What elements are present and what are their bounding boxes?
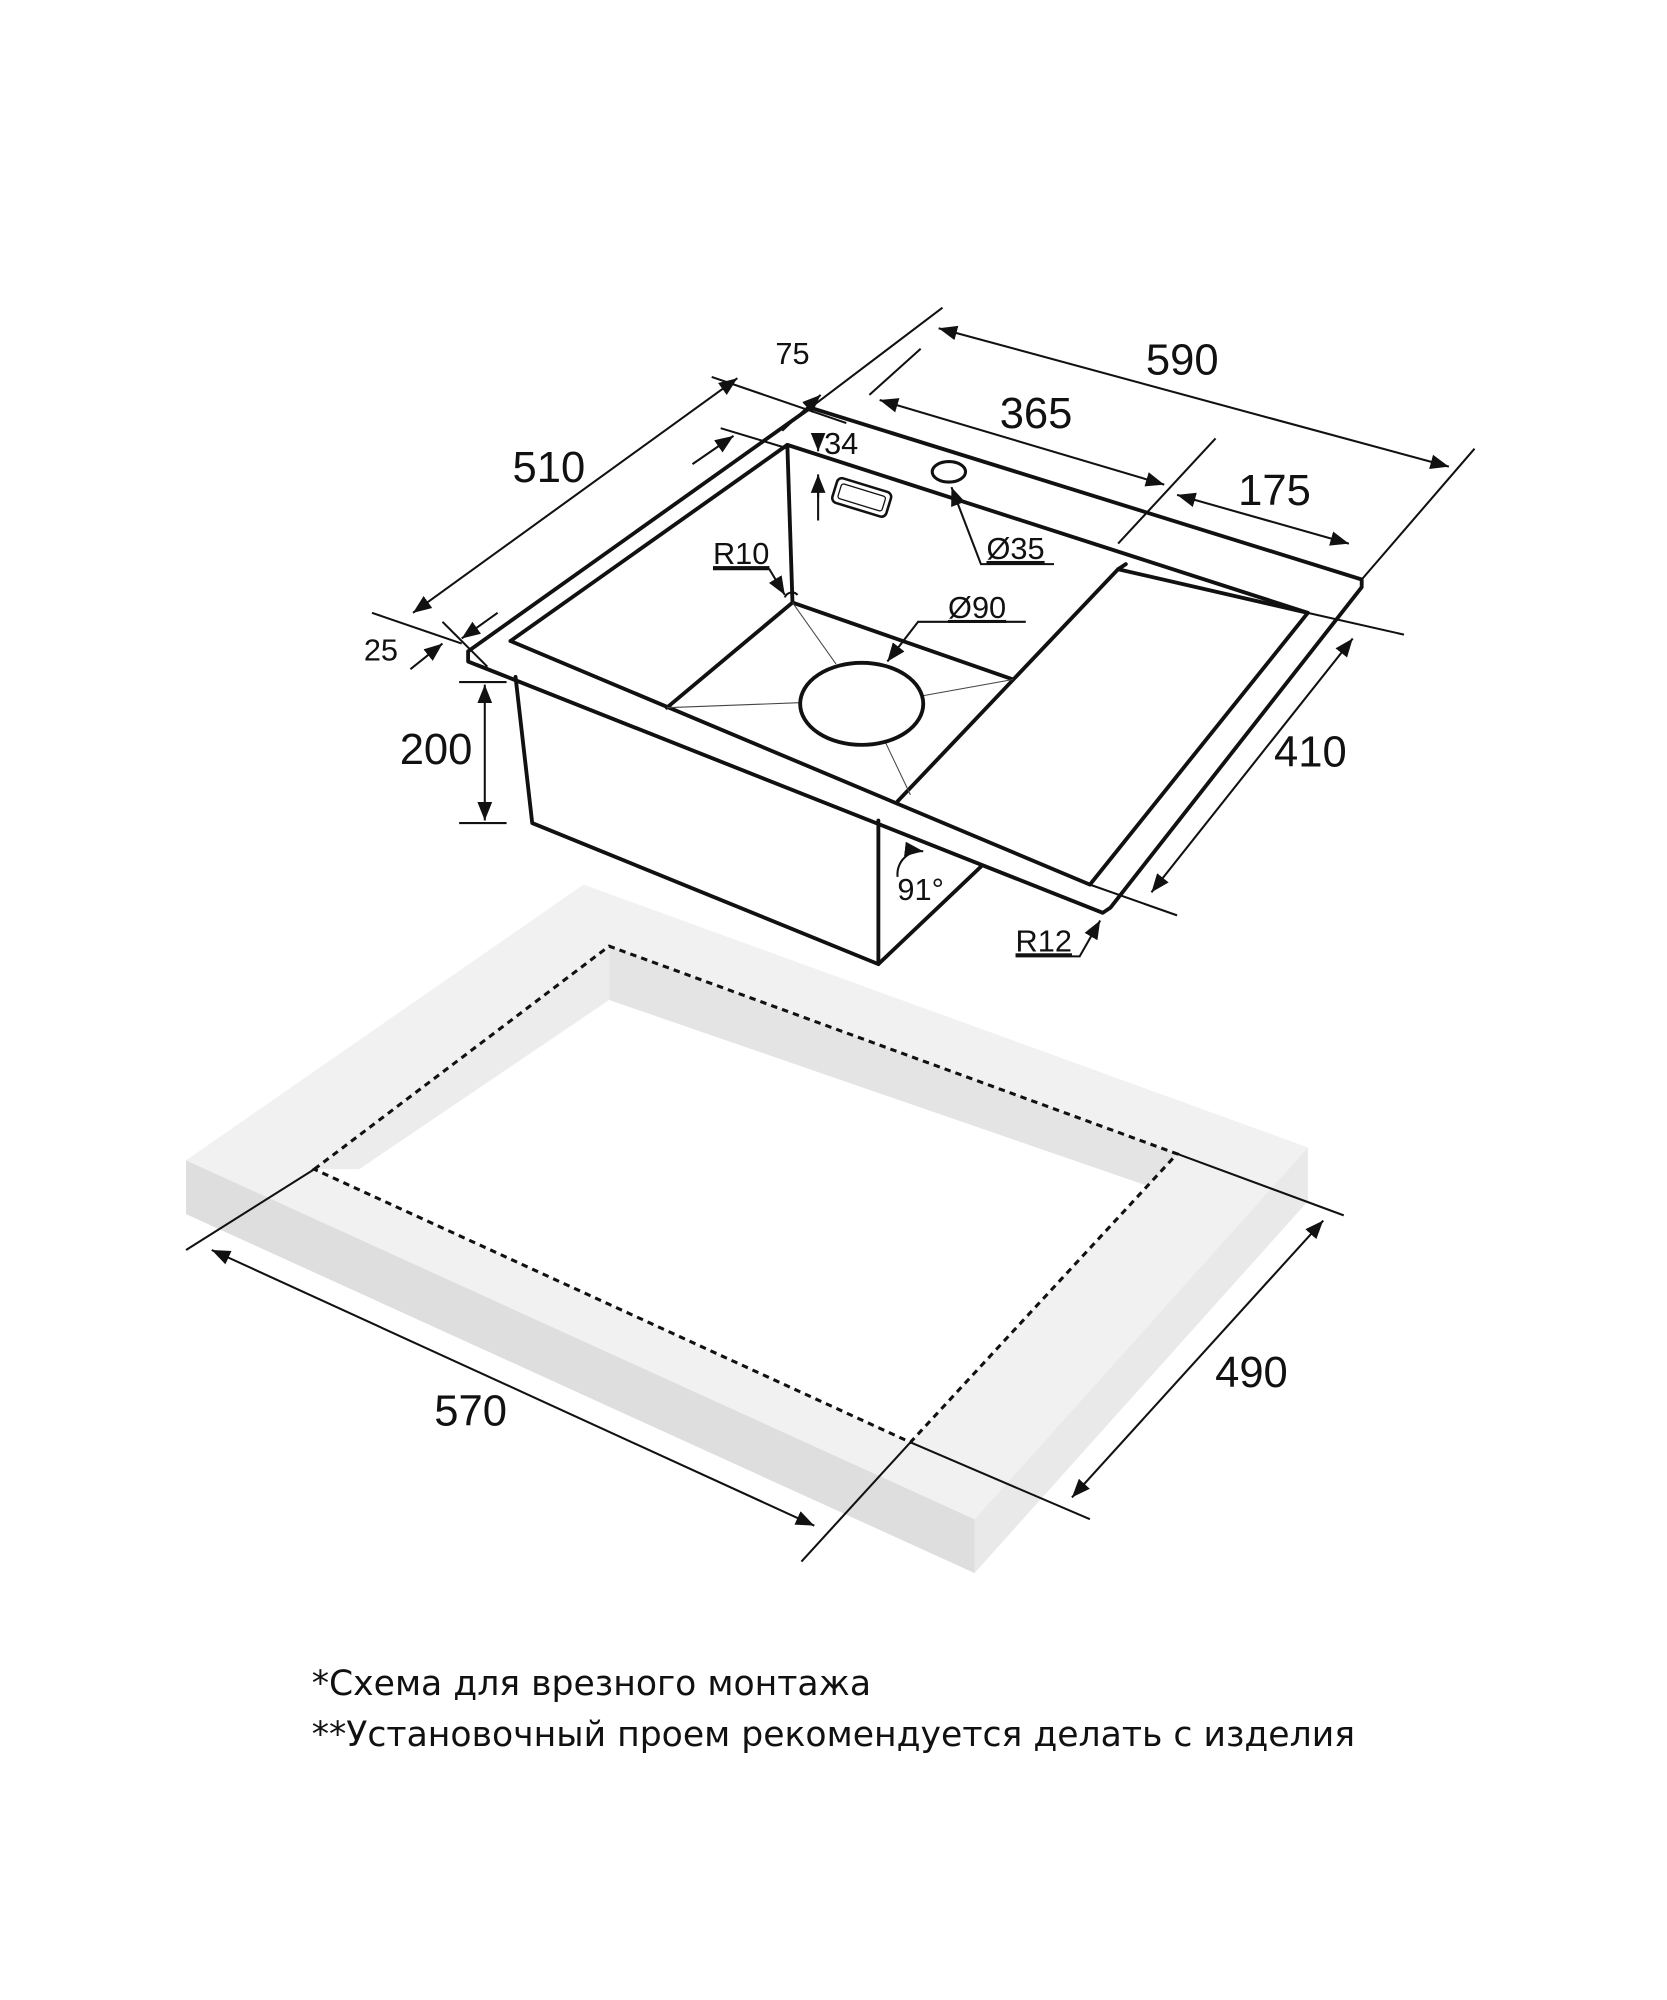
dim-75: 75 [775,336,809,371]
brand-logo [830,476,893,518]
note-2: **Установочный проем рекомендуется делат… [312,1715,1355,1755]
dim-200: 200 [400,726,473,774]
dim-175: 175 [1238,467,1311,515]
tap-hole [930,460,968,484]
dim-490: 490 [1215,1349,1288,1397]
note-1: *Схема для врезного монтажа [312,1664,871,1704]
label-d90: Ø90 [948,590,1006,625]
countertop [186,884,1308,1574]
cutout-hole [314,946,1178,1443]
dim-410: 410 [1274,729,1347,777]
dim-25: 25 [364,632,398,667]
dimension-lines [185,306,1476,1563]
dim-510: 510 [513,444,586,492]
drain-hole [798,660,926,747]
cutout-back-wall [609,946,1178,1186]
label-r10: R10 [713,536,769,571]
label-91deg: 91° [897,872,944,907]
label-d35: Ø35 [986,531,1044,566]
dim-34: 34 [824,426,858,461]
dim-590: 590 [1146,336,1219,384]
label-r12: R12 [1016,923,1072,958]
dim-365: 365 [1000,390,1073,438]
dim-570: 570 [434,1388,507,1436]
